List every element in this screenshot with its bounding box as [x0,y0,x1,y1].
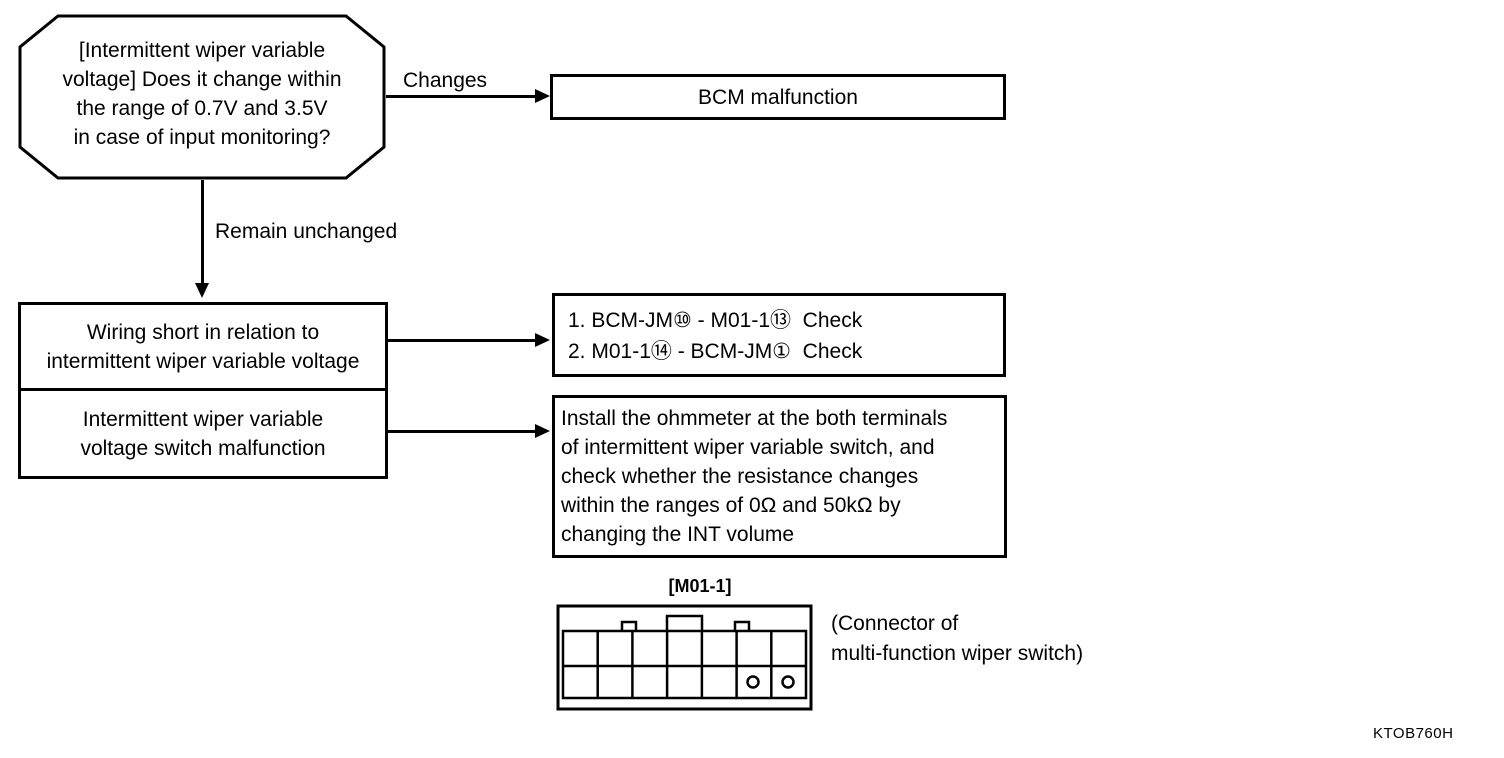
instruction-line: changing the INT volume [561,523,795,546]
decision-line: [Intermittent wiper variable [78,39,326,62]
figure-code: KTOB760H [1373,725,1454,742]
switch-install-arrowhead-icon [535,424,550,438]
decision-line: in case of input monitoring? [73,126,331,149]
cause-line: Wiring short in relation to [86,320,320,344]
pin-check-line: 1. BCM-JM⑩ - M01-1⑬ Check [568,309,863,332]
decision-node: [Intermittent wiper variable voltage] Do… [18,14,386,180]
ohmmeter-instruction-box: Install the ohmmeter at the both termina… [552,395,1007,558]
bcm-malfunction-box: BCM malfunction [550,74,1006,120]
wiring-check-arrowhead-icon [535,333,550,347]
decision-line: the range of 0.7V and 3.5V [76,97,328,120]
changes-arrow-label: Changes [403,69,488,92]
bcm-malfunction-label: BCM malfunction [698,85,858,109]
wiring-check-arrow-line [388,339,536,342]
octagon-shape [18,14,386,180]
cause-line: intermittent wiper variable voltage [46,349,360,373]
connector-grid-frame [561,629,808,700]
pin-check-line: 2. M01-1⑭ - BCM-JM① Check [568,340,863,363]
connector-diagram [556,604,813,711]
pin-check-box: 1. BCM-JM⑩ - M01-1⑬ Check 2. M01-1⑭ - BC… [552,293,1006,377]
connector-outline [556,604,813,711]
decision-text: [Intermittent wiper variable voltage] Do… [18,14,386,180]
connector-pin-circle [781,675,795,689]
remain-arrowhead-icon [195,283,209,298]
connector-label: [M01-1] [668,576,732,596]
connector-pin-circle [746,675,760,689]
connector-tab-wide [665,614,704,634]
decision-line: voltage] Does it change within [62,68,342,91]
instruction-line: within the ranges of 0Ω and 50kΩ by [561,494,901,517]
instruction-line: check whether the resistance changes [561,465,919,488]
remain-arrow-line [201,180,204,285]
cause-table: Wiring short in relation to intermittent… [18,302,388,479]
remain-arrow-label: Remain unchanged [215,220,398,243]
connector-caption-line: (Connector of [831,612,959,635]
cause-row-switch-malfunction: Intermittent wiper variable voltage swit… [21,391,385,476]
changes-arrow-line [386,95,536,98]
cause-line: voltage switch malfunction [80,436,326,460]
instruction-line: of intermittent wiper variable switch, a… [561,436,935,459]
switch-install-arrow-line [388,430,536,433]
connector-caption: (Connector of multi-function wiper switc… [831,609,1083,669]
connector-caption-line: multi-function wiper switch) [831,642,1084,665]
cause-line: Intermittent wiper variable [82,407,324,431]
cause-row-wiring-short: Wiring short in relation to intermittent… [21,305,385,391]
instruction-line: Install the ohmmeter at the both termina… [561,407,948,430]
changes-arrowhead-icon [535,89,550,103]
